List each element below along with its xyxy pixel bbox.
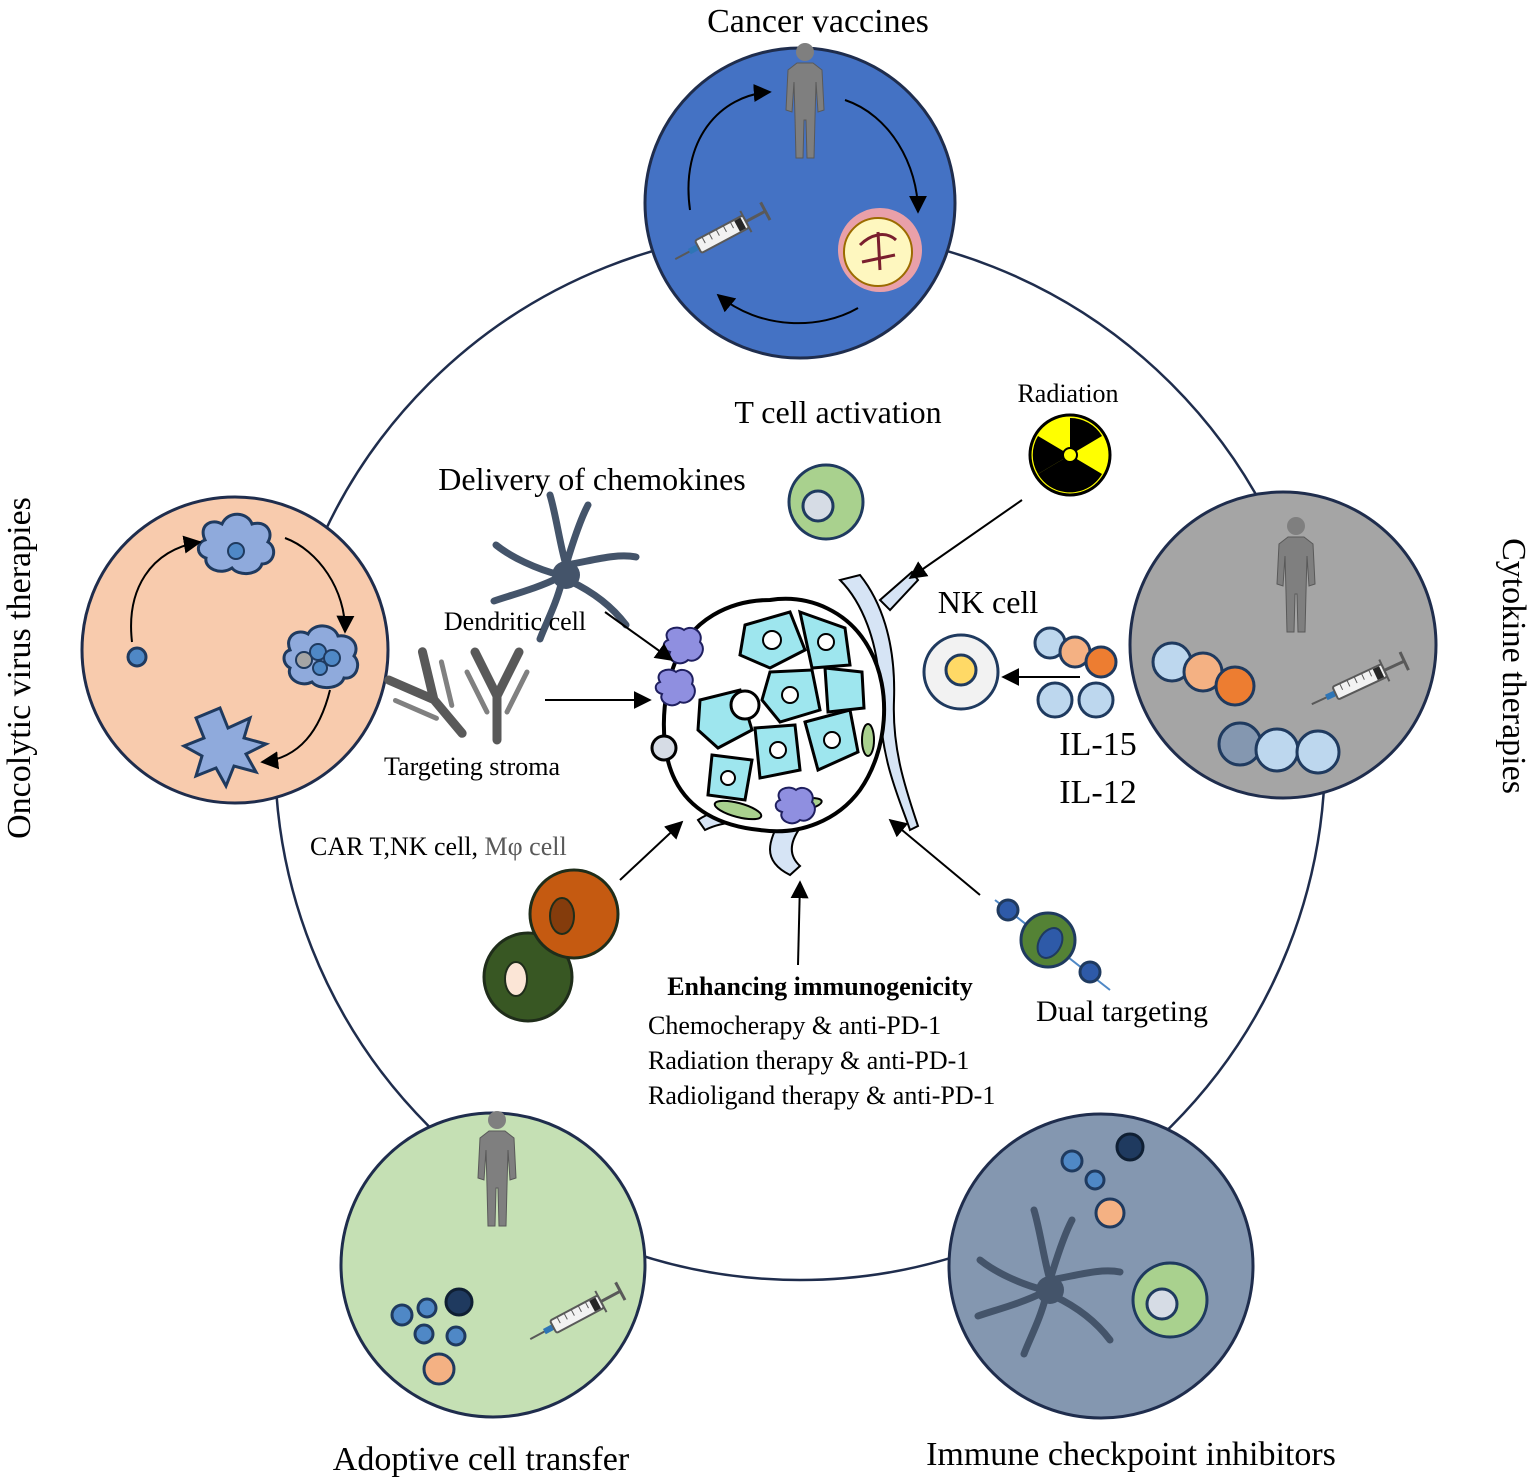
dendritic-cell-label: Dendritic cell xyxy=(444,607,586,636)
immunogenicity-title: Enhancing immunogenicity xyxy=(667,972,973,1001)
cancer-vaccines-label: Cancer vaccines xyxy=(707,3,929,40)
targeting-stroma-label: Targeting stroma xyxy=(384,752,561,781)
car-t-label: CAR T,NK cell, Mφ cell xyxy=(310,832,567,861)
il15-label: IL-15 xyxy=(1059,726,1136,763)
tumor-microenvironment xyxy=(650,570,920,877)
dual-targeting-label: Dual targeting xyxy=(1036,995,1208,1028)
lysed-cell-icon xyxy=(180,706,271,790)
dendritic-arrow xyxy=(604,611,674,662)
dual-targeting-arrow xyxy=(888,818,981,896)
infected-cell-icon xyxy=(282,624,360,689)
immune-checkpoint-label: Immune checkpoint inhibitors xyxy=(926,1436,1336,1473)
radiation-icon xyxy=(1028,413,1112,497)
adoptive-cell-label: Adoptive cell transfer xyxy=(333,1441,630,1478)
tumor-icon xyxy=(838,208,922,292)
immunogenicity-item: Chemocherapy & anti-PD-1 xyxy=(648,1011,941,1040)
t-cell-activation-label: T cell activation xyxy=(734,394,941,430)
antibody-icon xyxy=(467,652,527,740)
cytokine-therapies-label: Cytokine therapies xyxy=(1495,538,1532,794)
t-cell-icon xyxy=(787,463,865,541)
cancer-vaccines-circle[interactable] xyxy=(643,42,957,360)
il12-label: IL-12 xyxy=(1059,774,1136,811)
car-t-arrow xyxy=(619,820,684,881)
oncolytic-virus-label: Oncolytic virus therapies xyxy=(1,497,38,839)
immune-checkpoint-circle[interactable] xyxy=(947,1112,1255,1420)
radiation-label: Radiation xyxy=(1017,379,1118,408)
car-t-cell-icon xyxy=(482,868,620,1023)
nk-cell-label: NK cell xyxy=(938,584,1039,620)
immunogenicity-item: Radiation therapy & anti-PD-1 xyxy=(648,1046,969,1075)
adoptive-cell-circle[interactable] xyxy=(339,1110,647,1419)
nk-cell-icon xyxy=(922,633,1000,711)
cytokine-therapies-circle[interactable] xyxy=(1128,490,1438,800)
oncolytic-virus-circle[interactable] xyxy=(80,495,390,805)
immunogenicity-arrow xyxy=(790,880,809,966)
virus-icon xyxy=(196,512,276,575)
immunogenicity-item: Radioligand therapy & anti-PD-1 xyxy=(648,1081,995,1110)
dual-targeting-icon xyxy=(994,898,1111,991)
cytokine-cluster-icon xyxy=(1033,626,1118,719)
radiation-arrow xyxy=(908,499,1023,580)
chemokines-label: Delivery of chemokines xyxy=(438,461,745,497)
antibody-icon xyxy=(383,647,486,753)
